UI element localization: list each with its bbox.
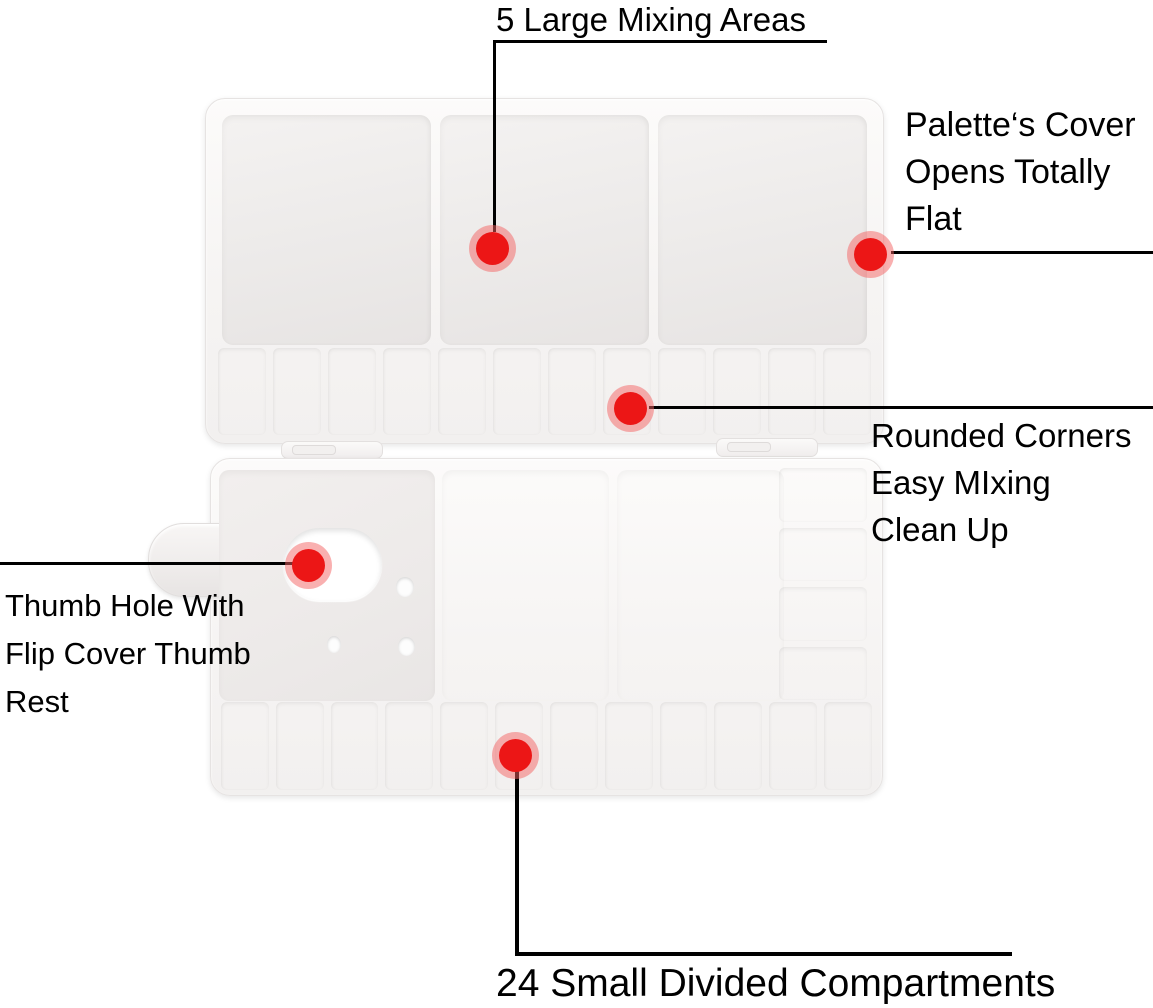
annotation-line: Rest bbox=[5, 684, 69, 719]
hinge-slot bbox=[292, 445, 336, 455]
annotation-line: Flat bbox=[905, 200, 962, 238]
pin-hole bbox=[396, 577, 414, 597]
mixing-area bbox=[658, 115, 867, 345]
paint-well bbox=[328, 348, 376, 435]
annotation-label-mixing-areas: 5 Large Mixing Areas bbox=[496, 1, 807, 38]
paint-well bbox=[493, 348, 541, 435]
paint-well bbox=[779, 468, 867, 522]
annotation-line: Flip Cover Thumb bbox=[5, 636, 251, 671]
annotation-label-rounded-corners: Rounded Corners Easy MIxing Clean Up bbox=[871, 412, 1132, 553]
paint-well bbox=[218, 348, 266, 435]
paint-well bbox=[779, 528, 867, 582]
paint-well bbox=[383, 348, 431, 435]
paint-well bbox=[660, 702, 708, 790]
mixing-area bbox=[440, 115, 649, 345]
pin-hole bbox=[327, 636, 341, 653]
paint-well bbox=[438, 348, 486, 435]
leader-line bbox=[493, 40, 827, 43]
paint-well bbox=[605, 702, 653, 790]
marker-dot-mixing-area bbox=[476, 232, 509, 265]
mixing-area bbox=[442, 470, 609, 701]
paint-well bbox=[779, 647, 867, 701]
paint-well bbox=[823, 348, 871, 435]
paint-well bbox=[769, 702, 817, 790]
leader-line bbox=[0, 562, 296, 565]
mixing-area bbox=[617, 470, 784, 701]
paint-well bbox=[779, 587, 867, 641]
annotation-label-compartments: 24 Small Divided Compartments bbox=[496, 962, 1056, 1005]
side-wells-column bbox=[779, 468, 867, 700]
paint-well bbox=[273, 348, 321, 435]
paint-well bbox=[548, 348, 596, 435]
cover-mixing-areas bbox=[222, 115, 867, 345]
marker-dot-thumb-hole bbox=[292, 549, 325, 582]
annotation-line: Opens Totally bbox=[905, 153, 1111, 191]
hinge-slot bbox=[727, 442, 771, 452]
annotation-line: Palette‘s Cover bbox=[905, 106, 1136, 144]
leader-line bbox=[515, 770, 519, 956]
pin-hole bbox=[398, 637, 415, 656]
paint-well bbox=[440, 702, 488, 790]
paint-well bbox=[331, 702, 379, 790]
annotation-line: Clean Up bbox=[871, 511, 1009, 548]
palette-cover-tray bbox=[205, 98, 884, 444]
mixing-area bbox=[222, 115, 431, 345]
cover-wells-row bbox=[218, 348, 871, 435]
paint-well bbox=[385, 702, 433, 790]
paint-well bbox=[658, 348, 706, 435]
hinge bbox=[281, 441, 383, 459]
annotation-line: Thumb Hole With bbox=[5, 588, 245, 623]
palette-base-tray bbox=[148, 458, 883, 796]
paint-well bbox=[713, 348, 761, 435]
paint-well bbox=[550, 702, 598, 790]
annotation-label-thumb-hole: Thumb Hole With Flip Cover Thumb Rest bbox=[5, 582, 251, 726]
leader-line bbox=[515, 952, 1012, 956]
annotation-line: Rounded Corners bbox=[871, 417, 1132, 454]
hinge bbox=[716, 438, 818, 457]
leader-line bbox=[493, 40, 496, 232]
paint-well bbox=[824, 702, 872, 790]
paint-well bbox=[714, 702, 762, 790]
paint-well bbox=[276, 702, 324, 790]
annotation-label-cover-flat: Palette‘s Cover Opens Totally Flat bbox=[905, 102, 1136, 243]
paint-well bbox=[768, 348, 816, 435]
marker-dot-compartments bbox=[499, 739, 532, 772]
leader-line bbox=[891, 251, 1153, 254]
base-wells-row bbox=[221, 702, 872, 790]
leader-line bbox=[649, 406, 1153, 409]
marker-dot-rounded-corners bbox=[614, 392, 647, 425]
annotation-line: Easy MIxing bbox=[871, 464, 1051, 501]
marker-dot-cover-flat bbox=[854, 238, 887, 271]
